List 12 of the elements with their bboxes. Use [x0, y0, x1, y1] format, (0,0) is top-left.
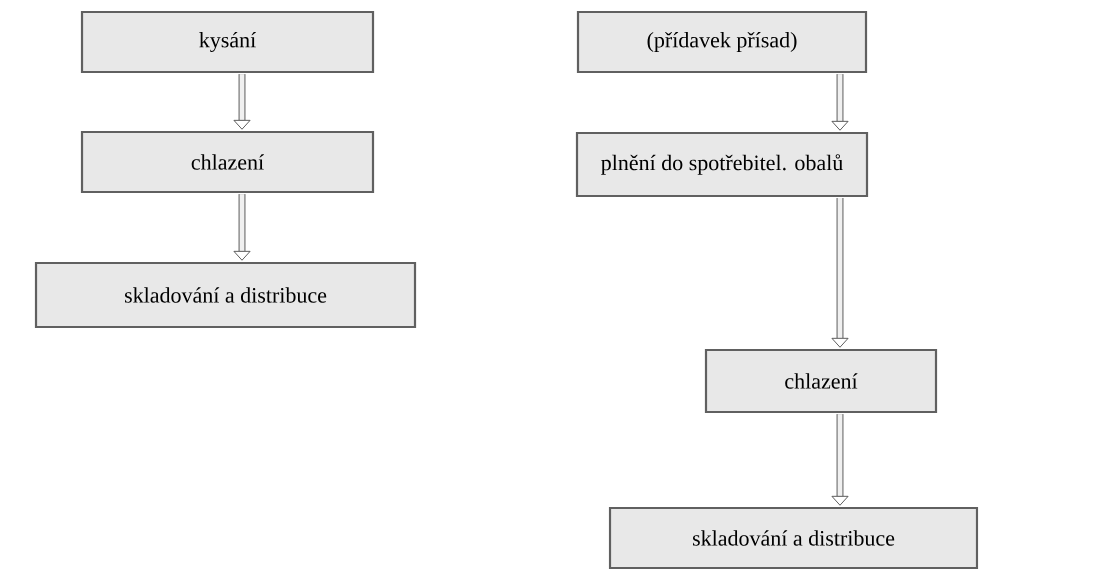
- arrow: [233, 74, 251, 130]
- process-box: plnění do spotřebitel. obalů: [575, 131, 869, 198]
- arrow: [831, 414, 849, 506]
- arrow: [233, 194, 251, 261]
- process-box: (přídavek přísad): [576, 10, 868, 74]
- process-box: chlazení: [80, 130, 375, 194]
- process-box: kysání: [80, 10, 375, 74]
- process-box: skladování a distribuce: [608, 506, 979, 569]
- process-box: skladování a distribuce: [34, 261, 417, 329]
- arrow: [831, 198, 849, 348]
- arrow: [831, 74, 849, 131]
- process-box: chlazení: [704, 348, 938, 414]
